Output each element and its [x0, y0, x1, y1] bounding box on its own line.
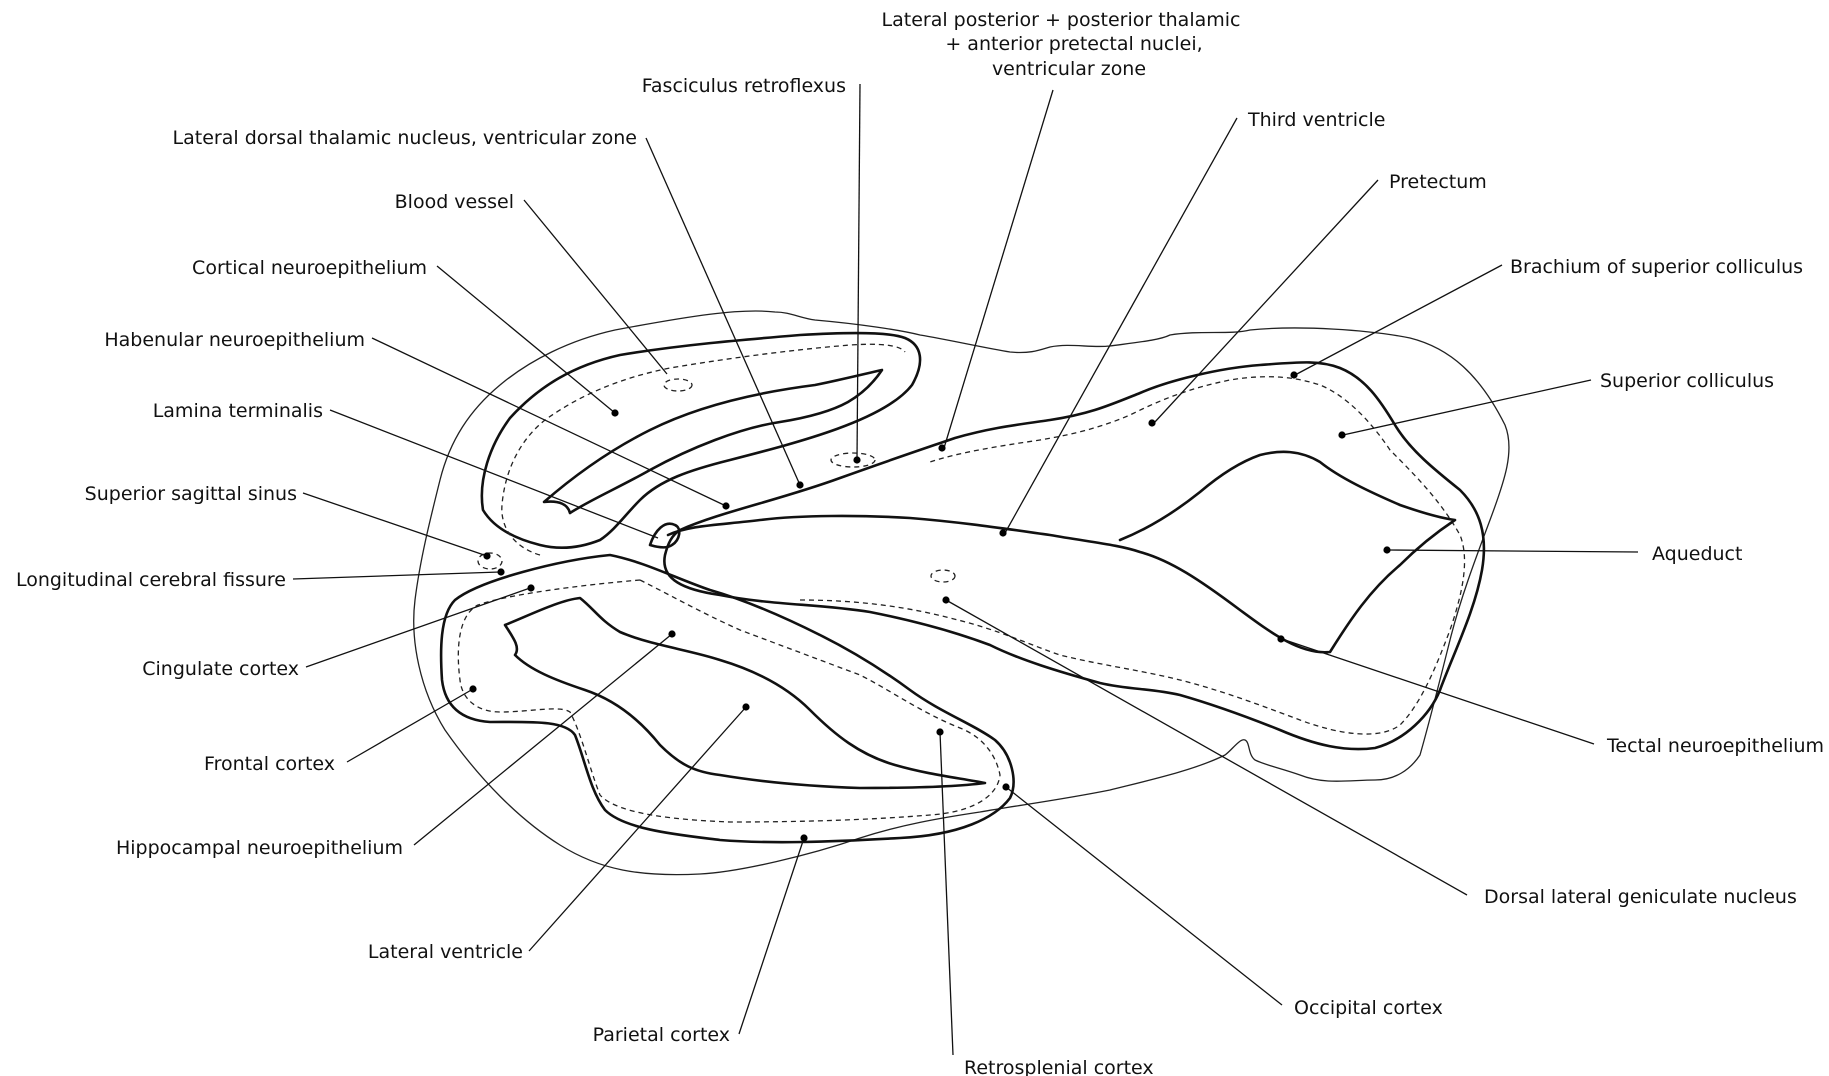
blood-vessel-top [664, 379, 692, 391]
label-cingulate-cortex: Cingulate cortex [142, 658, 299, 680]
dot-fasciculus-retroflexus [853, 456, 860, 463]
third-ventricle-aqueduct [668, 452, 1455, 652]
leader-aqueduct [1388, 550, 1638, 552]
dot-longitudinal-fissure [497, 568, 504, 575]
leader-third-ventricle [1005, 118, 1237, 533]
leader-tectal [1282, 639, 1594, 744]
outer-tissue-outline [414, 311, 1509, 875]
leader-longitudinal-fissure [293, 572, 500, 579]
label-brachium: Brachium of superior colliculus [1510, 256, 1803, 278]
dot-superior-sagittal-sinus [483, 552, 490, 559]
leader-pretectum [1154, 180, 1378, 423]
leader-habenular [372, 338, 726, 506]
dot-retrosplenial [936, 728, 943, 735]
label-frontal-cortex: Frontal cortex [204, 753, 335, 775]
label-lateral-posterior-line1: Lateral posterior + posterior thalamic [882, 9, 1241, 31]
dot-lateral-ventricle [742, 703, 749, 710]
leader-lateral-posterior [944, 90, 1053, 448]
label-lamina-terminalis: Lamina terminalis [153, 400, 323, 422]
leader-lateral-ventricle [529, 707, 746, 951]
dot-superior-colliculus [1338, 431, 1345, 438]
dot-occipital [1002, 783, 1009, 790]
leader-retrosplenial [940, 732, 953, 1055]
label-occipital-cortex: Occipital cortex [1294, 997, 1443, 1019]
dot-lateral-posterior [938, 444, 945, 451]
label-superior-sagittal-sinus: Superior sagittal sinus [85, 483, 297, 505]
leader-dots [469, 371, 1390, 841]
label-blood-vessel: Blood vessel [395, 191, 514, 213]
dot-brachium [1290, 371, 1297, 378]
dot-aqueduct [1383, 546, 1390, 553]
label-superior-colliculus: Superior colliculus [1600, 370, 1774, 392]
leader-fasciculus-retroflexus [857, 84, 860, 460]
lower-cortex-dashed [458, 580, 1000, 822]
label-dorsal-lateral-geniculate: Dorsal lateral geniculate nucleus [1484, 886, 1797, 908]
label-lateral-ventricle: Lateral ventricle [368, 941, 523, 963]
dot-cingulate [527, 584, 534, 591]
label-pretectum: Pretectum [1389, 171, 1487, 193]
dot-hippocampal [668, 630, 675, 637]
label-longitudinal-fissure: Longitudinal cerebral fissure [16, 569, 286, 591]
dot-third-ventricle [999, 529, 1006, 536]
label-third-ventricle: Third ventricle [1247, 109, 1385, 131]
leader-dorsal-lgn [946, 600, 1467, 895]
label-retrosplenial-cortex: Retrosplenial cortex [964, 1057, 1154, 1076]
leader-cortical-neuroepithelium [437, 266, 615, 413]
leader-superior-sagittal-sinus [303, 493, 487, 556]
label-lateral-dorsal: Lateral dorsal thalamic nucleus, ventric… [173, 127, 637, 149]
dot-dorsal-lgn [942, 596, 949, 603]
dot-pretectum [1148, 419, 1155, 426]
label-cortical-neuroepithelium: Cortical neuroepithelium [192, 257, 427, 279]
dot-habenular [722, 502, 729, 509]
leader-blood-vessel [524, 200, 667, 374]
upper-lateral-ventricle [544, 370, 882, 513]
dot-tectal [1277, 635, 1284, 642]
label-habenular-neuroepithelium: Habenular neuroepithelium [104, 329, 365, 351]
label-hippocampal-neuroepithelium: Hippocampal neuroepithelium [116, 837, 403, 859]
leader-frontal [347, 689, 473, 762]
dot-cortical-neuroepithelium [611, 409, 618, 416]
leader-cingulate [306, 588, 530, 667]
label-tectal-neuroepithelium: Tectal neuroepithelium [1606, 735, 1824, 757]
leader-superior-colliculus [1343, 380, 1591, 435]
leader-hippocampal [414, 634, 672, 845]
dot-parietal [800, 834, 807, 841]
leader-occipital [1006, 787, 1282, 1005]
label-fasciculus-retroflexus: Fasciculus retroflexus [642, 75, 846, 97]
labels: Lateral posterior + posterior thalamic +… [16, 9, 1824, 1076]
blood-vessel-fasciculus [831, 453, 875, 467]
label-lateral-posterior-line3: ventricular zone [992, 58, 1146, 80]
label-aqueduct: Aqueduct [1652, 543, 1742, 565]
leader-brachium [1295, 265, 1502, 375]
dot-frontal [469, 685, 476, 692]
lower-cortex-outline [441, 555, 1013, 842]
label-lateral-posterior-line2: + anterior pretectal nuclei, [945, 33, 1202, 55]
dot-lateral-dorsal [796, 481, 803, 488]
blood-vessel-lgn [931, 570, 955, 582]
leader-lines [293, 84, 1638, 1055]
label-parietal-cortex: Parietal cortex [593, 1024, 730, 1046]
